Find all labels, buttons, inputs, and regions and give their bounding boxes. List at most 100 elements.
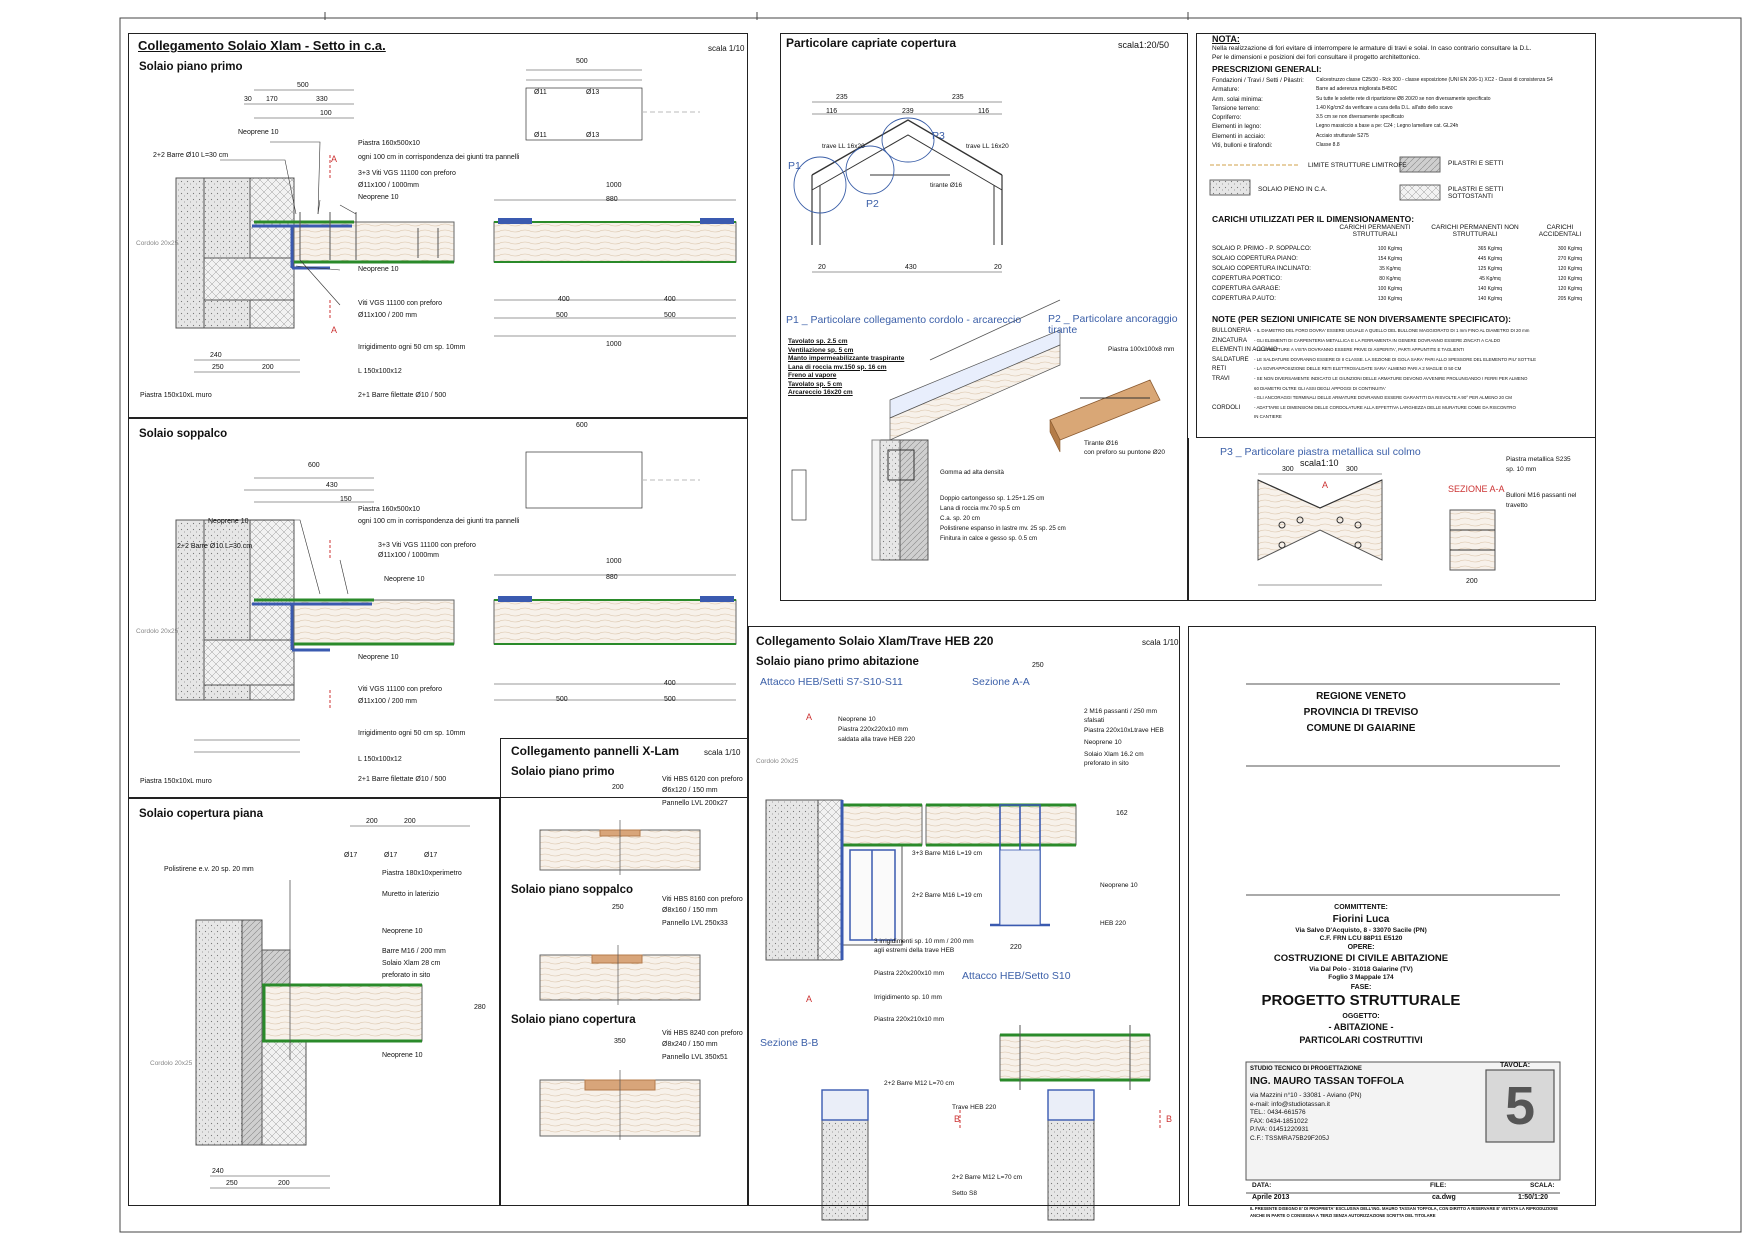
carichi-head-3: CARICHI ACCIDENTALI — [1538, 224, 1582, 238]
note-rows: BULLONERIA- IL DIAMETRO DEL FORO DOVRA' … — [1212, 326, 1536, 422]
tb-tavola-label: TAVOLA: — [1500, 1062, 1531, 1069]
label-neoprene-1: Neoprene 10 — [238, 129, 279, 136]
p1-right-label: Lana di roccia mv.70 sp.5 cm — [940, 505, 1021, 512]
legend-sottostanti: PILASTRI E SETTI SOTTOSTANTI — [1448, 186, 1504, 200]
dim-200-pan-a: 200 — [612, 784, 624, 791]
dim-d17-b: Ø17 — [384, 852, 398, 859]
p3-scale: scala1:10 — [1300, 458, 1339, 468]
dim-200-cop-a: 200 — [366, 818, 378, 825]
prescr-key: Fondazioni / Travi / Setti / Pilastri: — [1212, 77, 1304, 84]
carichi-acc: 300 Kg/mq — [1557, 246, 1583, 252]
note-key: RETI — [1212, 365, 1227, 373]
heb-label: Piastra 220x220x10 mm — [838, 726, 909, 733]
prescr-key: Viti, bulloni e tirafondi: — [1212, 142, 1273, 150]
note-row: 60 DIAMETRI OLTRE GLI ASSI DEGLI APPOGGI… — [1212, 384, 1536, 394]
dim-880-b: 880 — [606, 574, 618, 581]
label-irrig-1: Irrigidimento ogni 50 cm sp. 10mm — [358, 344, 466, 351]
solaio-soppalco-title: Solaio soppalco — [139, 428, 228, 440]
prescr-key: Copriferro: — [1212, 114, 1242, 122]
p3-title: P3 _ Particolare piastra metallica sul c… — [1220, 446, 1421, 458]
dim-250-heb: 250 — [1032, 662, 1044, 669]
carichi-perm: 35 Kg/mq — [1379, 266, 1401, 272]
note-row: ZINCATURA - GLI ELEMENTI DI CARPENTERIA M… — [1212, 336, 1536, 346]
label-piastra-2: Piastra 160x500x10 — [358, 506, 420, 513]
tb-studio-lines: via Mazzini n°10 - 33081 - Aviano (PN)e-… — [1250, 1092, 1362, 1143]
carichi-name: COPERTURA GARAGE: — [1212, 285, 1281, 292]
panel-titleblock — [1188, 626, 1596, 1206]
p1-right-label: Doppio cartongesso sp. 1.25+1.25 cm — [940, 495, 1045, 502]
panel-xlam-pannelli — [500, 738, 748, 1206]
label-hbs-1: Viti HBS 6120 con preforo — [662, 776, 743, 783]
dim-300-b: 300 — [1346, 466, 1358, 473]
prescr-row: Tensione terreno:1.40 Kg/cm2 da verifica… — [1212, 104, 1553, 113]
label-ogni-100-2: ogni 100 cm in corrispondenza dei giunti… — [358, 518, 520, 525]
pannelli-soppalco-title: Solaio piano soppalco — [511, 884, 634, 896]
label-piastra-muro-1: Piastra 150x10xL muro — [140, 392, 212, 399]
tb-studio-line: C.F.: TSSMRA75B29F205J — [1250, 1134, 1329, 1142]
label-neoprene-6: Neoprene 10 — [358, 654, 399, 661]
note-row: RETI- LA SOVRAPPOSIZIONE DELLE RETI ELET… — [1212, 364, 1536, 374]
heb-label: HEB 220 — [1100, 920, 1127, 927]
p1-right-label: Polistirene espanso in lastre mv. 25 sp.… — [940, 525, 1066, 532]
note-title: NOTE (PER SEZIONI UNIFICATE SE NON DIVER… — [1212, 314, 1511, 324]
label-barre-fil-1: 2+1 Barre filettate Ø10 / 500 — [358, 392, 447, 399]
dim-1000-a: 1000 — [606, 182, 622, 189]
dim-500-d: 500 — [556, 696, 568, 703]
prescr-row: Elementi in legno:Legno massiccio a base… — [1212, 122, 1553, 131]
carichi-name: COPERTURA P.AUTO: — [1212, 295, 1276, 302]
heb-label: 3+3 Barre M16 L=19 cm — [912, 850, 983, 857]
dim-100: 100 — [320, 110, 332, 117]
heb-label: Piastra 220x10xLtrave HEB — [1084, 727, 1164, 734]
dim-plan-500: 500 — [576, 58, 588, 65]
xlam-pannelli-scale: scala 1/10 — [704, 748, 741, 757]
label-neoprene-4: Neoprene 10 — [208, 518, 249, 525]
label-viti-2: Viti VGS 11100 con preforo — [358, 300, 443, 307]
label-viti-2b: Ø11x100 / 200 mm — [358, 312, 418, 319]
prescr-key: Elementi in legno: — [1212, 123, 1262, 131]
carichi-acc: 270 Kg/mq — [1557, 256, 1583, 262]
tb-disclaimer-2: ANCHE IN PARTE O CONSEGNA A TERZI SENZA … — [1250, 1213, 1436, 1218]
heb-label: Neoprene 10 — [1100, 882, 1138, 889]
panel-p3 — [1188, 438, 1596, 601]
section-a-heb-1: A — [806, 712, 813, 722]
tb-committente: Fiorini Luca — [1332, 914, 1390, 925]
carichi-nonstr: 365 Kg/mq — [1477, 246, 1503, 252]
label-cordolo-1: Cordolo 20x25 — [136, 240, 179, 247]
capriate-title: Particolare capriate copertura — [786, 36, 957, 50]
note-key: ELEMENTI IN ACCIAIO — [1212, 346, 1278, 354]
dim-30: 30 — [244, 96, 252, 103]
heb-label: 2+2 Barre M16 L=19 cm — [912, 892, 983, 899]
heb-sezione-bb: Sezione B-B — [760, 1037, 819, 1049]
pannelli-copertura-title: Solaio piano copertura — [511, 1014, 636, 1026]
carichi-nonstr: 45 Kg/mq — [1479, 276, 1501, 282]
note-text: IN CANTIERE — [1254, 414, 1282, 420]
heb-label: 2+2 Barre M12 L=70 cm — [884, 1080, 955, 1087]
section-aa-p3: SEZIONE A-A — [1448, 484, 1505, 494]
prescr-value: Calcestruzzo classe C25/30 - Rck 300 - c… — [1316, 77, 1553, 83]
prescr-row: Fondazioni / Travi / Setti / Pilastri: Ca… — [1212, 76, 1553, 85]
note-key: ZINCATURA — [1212, 336, 1247, 344]
label-l150-1: L 150x100x12 — [358, 368, 402, 375]
dim-300-a: 300 — [1282, 466, 1294, 473]
p1-layer: Tavolato sp. 2.5 cm — [788, 338, 848, 345]
heb-label: saldata alla trave HEB 220 — [838, 736, 915, 743]
dim-200-cop-b: 200 — [404, 818, 416, 825]
xlam-setto-scale: scala 1/10 — [708, 44, 745, 53]
note-text: - GLI ELEMENTI DI CARPENTERIA METALLICA … — [1254, 337, 1501, 343]
dim-430-cap: 430 — [905, 264, 917, 271]
tb-comune: COMUNE DI GAIARINE — [1306, 723, 1416, 734]
dim-600: 600 — [308, 462, 320, 469]
heb-attacco-1: Attacco HEB/Setti S7-S10-S11 — [760, 676, 903, 688]
panel-copertura-piana — [128, 798, 500, 1206]
dim-880-a: 880 — [606, 196, 618, 203]
label-neoprene-3: Neoprene 10 — [358, 266, 399, 273]
dim-d17-a: Ø17 — [344, 852, 358, 859]
panel-heb — [748, 626, 1180, 1206]
label-hbs-3: Viti HBS 8240 con preforo — [662, 1030, 743, 1037]
